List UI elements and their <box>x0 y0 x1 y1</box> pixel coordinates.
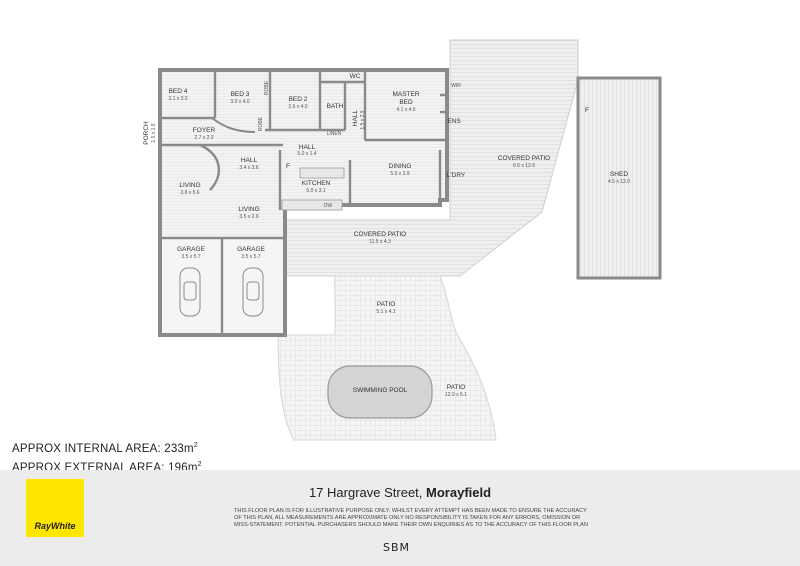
garage-floor-1 <box>160 238 222 335</box>
disclaimer-text: THIS FLOOR PLAN IS FOR ILLUSTRATIVE PURP… <box>234 508 588 528</box>
label-covered-patio-2: COVERED PATIO <box>498 155 551 162</box>
raywhite-logo: RayWhite <box>26 479 84 537</box>
dim-patio-1: 5.1 x 4.1 <box>376 309 395 315</box>
dim-hall-2: 5.0 x 1.4 <box>297 151 316 157</box>
label-bed2: BED 2 <box>289 96 308 103</box>
swimming-pool <box>327 365 433 419</box>
dim-foyer: 2.7 x 2.0 <box>194 135 213 141</box>
label-bed3: BED 3 <box>231 91 250 98</box>
label-dw: DW <box>324 203 333 209</box>
label-ens: ENS <box>447 118 461 125</box>
label-hall-2: HALL <box>299 144 316 151</box>
footer-bar <box>0 470 800 566</box>
label-master: MASTER <box>392 91 419 98</box>
label-bed4: BED 4 <box>169 88 188 95</box>
kitchen-island <box>299 167 345 179</box>
dim-bed4: 3.1 x 3.0 <box>168 96 187 102</box>
dim-living-1: 3.8 x 5.6 <box>180 190 199 196</box>
label-foyer: FOYER <box>193 127 216 134</box>
label-patio-2: PATIO <box>447 384 466 391</box>
interior-walls <box>160 70 447 335</box>
label-fridge-1: F <box>286 163 290 170</box>
label-patio-1: PATIO <box>377 301 396 308</box>
label-hall-small: HALL <box>352 109 359 126</box>
dim-covered-patio-2: 6.6 x 12.6 <box>513 163 535 169</box>
dim-master: 4.1 x 4.0 <box>396 107 415 113</box>
dim-dining: 5.0 x 3.9 <box>390 171 409 177</box>
covered-patio-large-area <box>284 39 579 277</box>
dim-porch: 1.5 x 1.5 <box>151 123 157 142</box>
dim-shed: 4.5 x 12.0 <box>608 179 630 185</box>
label-linen: LINEN <box>327 131 342 137</box>
garage-floor-2 <box>222 238 285 335</box>
internal-area: APPROX INTERNAL AREA: 233m2 <box>12 442 198 455</box>
car-2 <box>242 267 264 317</box>
label-wc: WC <box>350 73 361 80</box>
shed-floor <box>576 76 662 280</box>
label-hall-1: HALL <box>241 157 258 164</box>
address-suburb: Morayfield <box>426 485 492 500</box>
dim-garage-2: 3.5 x 5.7 <box>241 254 260 260</box>
sbm-brand-mark: SBM <box>383 541 411 554</box>
label-garage-1: GARAGE <box>177 246 205 253</box>
label-robe-1: ROBE <box>264 80 270 95</box>
address-street: 17 Hargrave Street, <box>308 485 423 500</box>
dim-garage-1: 3.5 x 5.7 <box>181 254 200 260</box>
label-fridge-2: F <box>585 107 589 114</box>
label-master-2: BED <box>399 99 413 106</box>
dim-covered-patio-1: 11.5 x 4.3 <box>369 239 391 245</box>
label-covered-patio-1: COVERED PATIO <box>354 231 407 238</box>
label-dining: DINING <box>389 163 412 170</box>
dim-kitchen: 5.0 x 3.1 <box>306 188 325 194</box>
car-1 <box>179 267 201 317</box>
kitchen-bench <box>281 199 343 211</box>
floor-plan: BED 4 3.1 x 3.0 BED 3 3.0 x 4.0 BED 2 2.… <box>143 39 662 441</box>
curved-foyer-wall <box>211 117 256 133</box>
label-wir: WIR <box>451 83 461 89</box>
exterior-walls <box>158 68 449 337</box>
label-shed: SHED <box>610 171 628 178</box>
label-porch: PORCH <box>143 121 150 145</box>
dim-patio-2: 12.9 x 6.1 <box>445 392 467 398</box>
dim-hall-small: 1.5 x 2.9 <box>360 110 366 129</box>
dim-living-2: 3.5 x 2.9 <box>239 214 258 220</box>
label-robe-2: ROBE <box>258 116 264 131</box>
label-pool: SWIMMING POOL <box>353 387 408 394</box>
curved-hall-wall <box>199 143 221 191</box>
property-address: 17 Hargrave Street, Morayfield <box>0 485 800 500</box>
dim-bed3: 3.0 x 4.0 <box>230 99 249 105</box>
label-bath: BATH <box>327 103 344 110</box>
label-living-1: LIVING <box>179 182 200 189</box>
label-garage-2: GARAGE <box>237 246 265 253</box>
label-living-2: LIVING <box>238 206 259 213</box>
dim-bed2: 2.6 x 4.0 <box>288 104 307 110</box>
dim-hall-1: 3.4 x 3.6 <box>239 165 258 171</box>
label-laundry: L'DRY <box>447 172 466 179</box>
label-kitchen: KITCHEN <box>302 180 331 187</box>
